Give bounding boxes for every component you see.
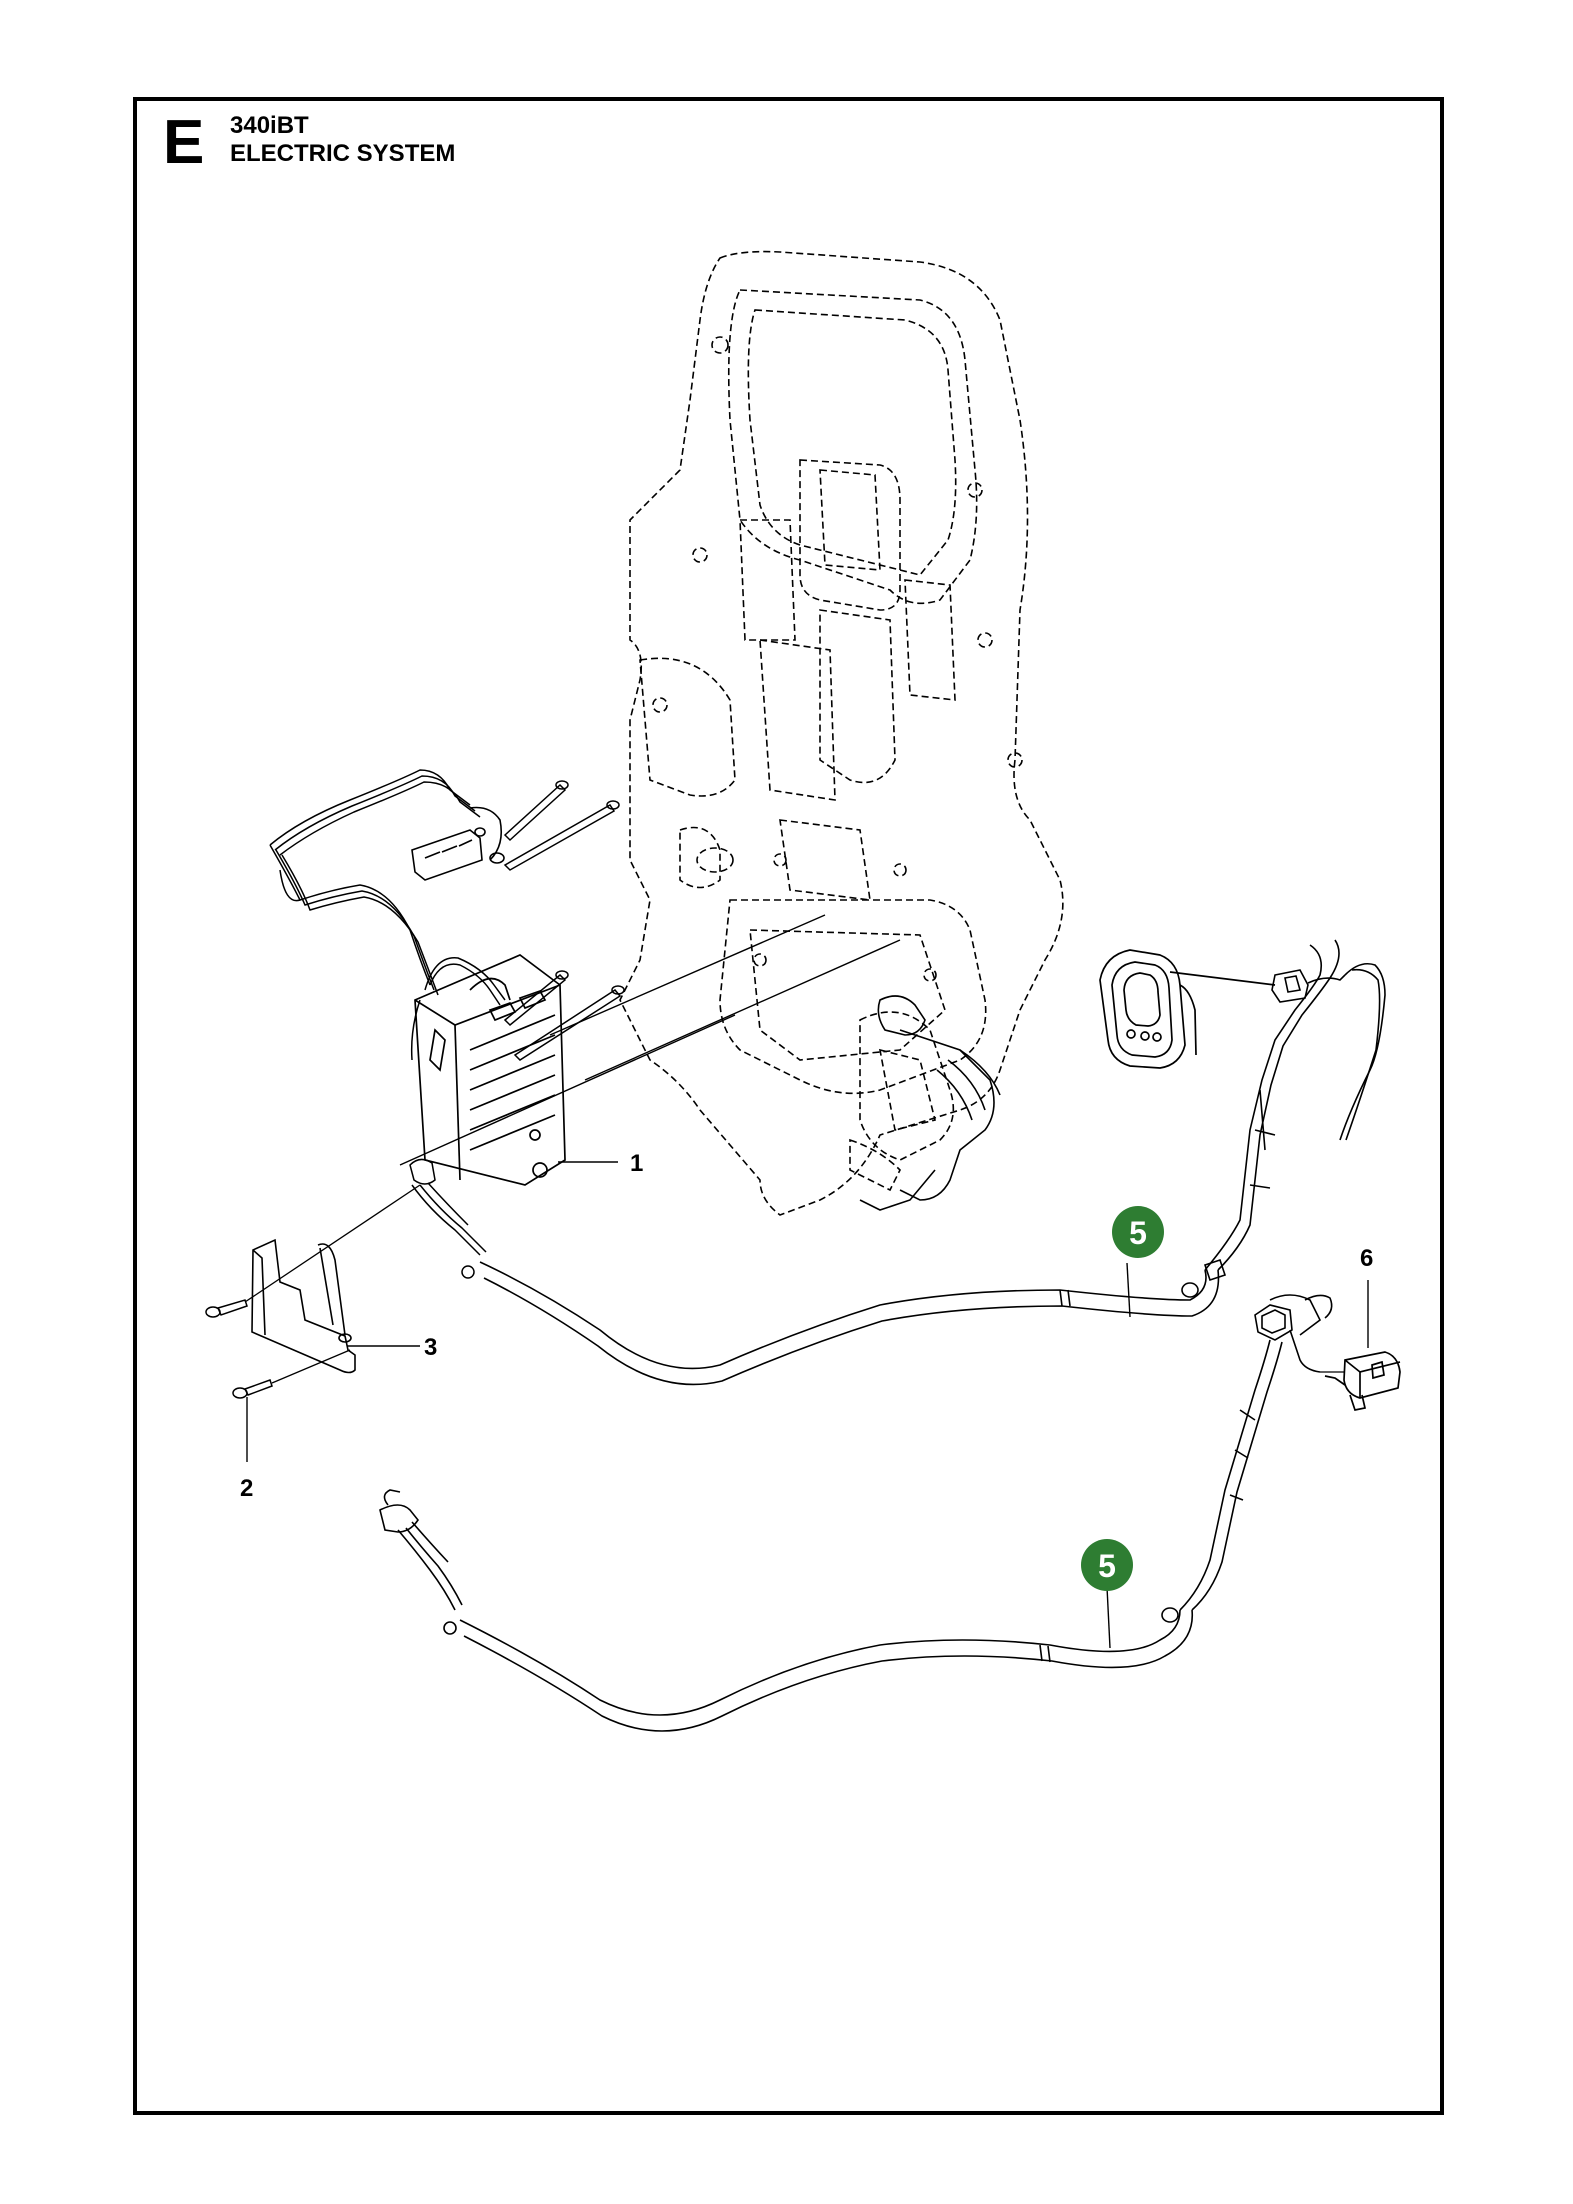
bracket bbox=[251, 1238, 356, 1374]
lower-main-cable bbox=[379, 1339, 1283, 1732]
backplate-outline bbox=[619, 250, 1064, 1216]
screws-upper bbox=[503, 780, 620, 871]
page-frame bbox=[133, 97, 1444, 2115]
display-unit bbox=[1099, 949, 1276, 1069]
title-block: 340iBT ELECTRIC SYSTEM bbox=[230, 112, 455, 168]
display-connector bbox=[1271, 962, 1386, 1141]
assembly-axis-lines bbox=[399, 914, 901, 1166]
model-name: 340iBT bbox=[230, 112, 309, 139]
switch-part bbox=[1324, 1351, 1401, 1411]
screws-controller bbox=[503, 970, 625, 1061]
callout-1: 1 bbox=[630, 1150, 643, 1177]
callout-2: 2 bbox=[240, 1475, 253, 1502]
diagram-title: ELECTRIC SYSTEM bbox=[230, 140, 456, 167]
switch-connector bbox=[1254, 1294, 1333, 1373]
screw-left-upper bbox=[205, 1299, 248, 1318]
upper-harness bbox=[269, 769, 481, 996]
badge-5-upper-label: 5 bbox=[1129, 1215, 1147, 1251]
callout-6: 6 bbox=[1360, 1245, 1373, 1272]
callout-3: 3 bbox=[424, 1334, 437, 1361]
badge-5-upper: 5 bbox=[1112, 1206, 1164, 1258]
screw-left-lower bbox=[232, 1379, 273, 1399]
screw-axis-lines bbox=[244, 1184, 421, 1384]
badge-5-lower: 5 bbox=[1081, 1539, 1133, 1591]
backplate-connector bbox=[859, 995, 1001, 1211]
badge-5-lower-label: 5 bbox=[1098, 1548, 1116, 1584]
section-letter: E bbox=[163, 108, 205, 177]
controller-connector bbox=[409, 1158, 487, 1279]
leader-lines bbox=[246, 1161, 1369, 1649]
terminal-connector bbox=[411, 806, 505, 881]
